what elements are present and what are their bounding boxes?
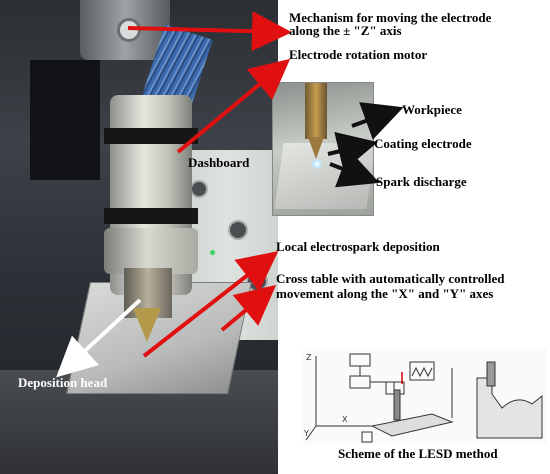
scheme-box: [349, 375, 371, 389]
z-mechanism-label-line2: along the ± "Z" axis: [289, 23, 402, 38]
scheme-box: [349, 353, 371, 367]
motor-band: [104, 128, 198, 144]
deposition-head-label: Deposition head: [18, 375, 108, 390]
machine-photo: [0, 0, 278, 474]
gear-icon: [117, 18, 141, 42]
indicator-led: [210, 250, 215, 255]
scheme-y-label: Y: [303, 429, 309, 438]
inset-workpiece: [274, 143, 373, 209]
scheme-electrode: [393, 389, 401, 421]
spark-icon: [312, 159, 322, 169]
workpiece-label: Workpiece: [402, 102, 462, 117]
cross-table-label-line2: movement along the "X" and "Y" axes: [276, 286, 494, 301]
electrode-tip: [133, 308, 161, 342]
scheme-z-label: Z: [306, 353, 312, 362]
inset-coating-electrode: [308, 137, 324, 159]
spark-discharge-label: Spark discharge: [376, 174, 467, 189]
motor-band: [104, 208, 198, 224]
dashboard-label: Dashboard: [188, 155, 250, 170]
scheme-caption: Scheme of the LESD method: [338, 446, 498, 461]
scheme-pulse-box: [409, 361, 435, 381]
coating-electrode-label: Coating electrode: [374, 136, 472, 151]
z-mechanism-label-line1: Mechanism for moving the electrode: [289, 10, 492, 25]
local-deposition-label: Local electrospark deposition: [276, 239, 440, 254]
dark-housing: [30, 60, 100, 180]
inset-electrode-holder: [305, 83, 327, 139]
scheme-detail-electrode: [486, 361, 496, 387]
scheme-x-label: X: [342, 415, 348, 424]
dashboard-knob: [228, 220, 248, 240]
y-axis-line: [305, 425, 317, 441]
lesd-scheme: Z X Y: [302, 348, 547, 444]
scheme-small-box: [361, 431, 373, 443]
cross-table-label-line1: Cross table with automatically controlle…: [276, 271, 505, 286]
scheme-workpiece: [370, 413, 454, 437]
rotation-motor-label: Electrode rotation motor: [289, 47, 428, 62]
scheme-drawing: Z X Y: [303, 353, 543, 443]
scheme-profile: [476, 377, 543, 439]
dashboard-knob: [190, 180, 208, 198]
inset-closeup-photo: [272, 82, 374, 216]
